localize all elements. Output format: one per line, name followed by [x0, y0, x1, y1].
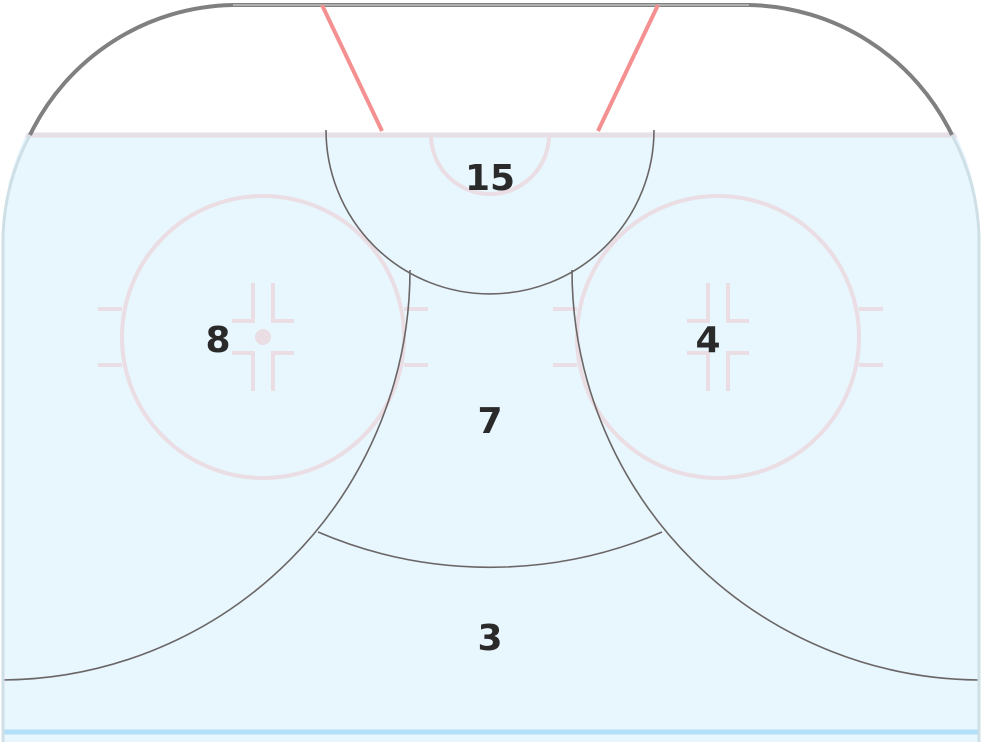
zone-value-slot: 7: [477, 401, 502, 442]
red-line-right: [596, 4, 660, 132]
boards-sides: [1, 134, 981, 742]
zone-value-right-circle: 4: [695, 320, 720, 361]
zone-boundaries: [3, 129, 979, 681]
zone-value-left-circle: 8: [205, 320, 230, 361]
boards: [28, 2, 954, 136]
goal-crease: [429, 134, 551, 196]
zone-value-high-slot: 3: [477, 618, 502, 659]
zone-value-crease: 15: [465, 158, 515, 199]
red-line-left: [320, 4, 384, 132]
